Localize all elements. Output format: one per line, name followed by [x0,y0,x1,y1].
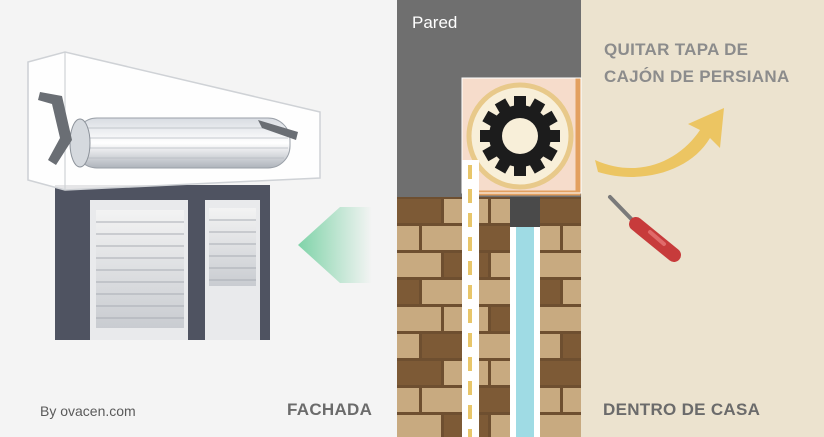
wall-label: Pared [412,13,458,32]
brick [538,361,581,385]
credit-text: By ovacen.com [40,403,136,419]
brick [397,253,441,277]
brick [397,388,419,412]
brick [422,280,466,304]
brick [422,226,466,250]
strap-belt [510,197,540,437]
curved-arrow-icon [595,108,724,177]
brick [632,307,676,331]
brick [538,199,581,223]
brick [632,361,676,385]
window-shutter-slats-left [96,210,184,328]
brick [610,334,654,358]
brick [350,361,394,385]
roller-tube [69,117,291,169]
brick [585,361,629,385]
brick [397,361,441,385]
title-line-1: QUITAR TAPA DE [604,40,749,59]
brick [563,334,581,358]
screwdriver-icon [608,195,681,262]
left-arrow-icon [298,207,372,283]
gear-icon [480,96,560,176]
brick [397,334,419,358]
brick [585,253,629,277]
brick [328,334,372,358]
shutter-guide [462,160,479,437]
brick [610,280,654,304]
brick [538,253,581,277]
brick [563,388,581,412]
brick [538,415,581,437]
brick [563,226,581,250]
window-shutter-slats-right [209,208,256,286]
brick [397,415,441,437]
roller-shutter-window-illustration [27,51,321,340]
brick [538,307,581,331]
brick [397,199,441,223]
outside-label: FACHADA [287,400,373,419]
brick [397,226,419,250]
inside-panel [580,0,824,437]
brick [350,307,394,331]
brick [563,280,581,304]
brick [397,280,419,304]
brick [422,334,466,358]
title-line-2: CAJÓN DE PERSIANA [604,67,790,86]
inside-label: DENTRO DE CASA [603,400,761,419]
brick [328,280,372,304]
brick [397,307,441,331]
brick [422,388,466,412]
brick [585,307,629,331]
